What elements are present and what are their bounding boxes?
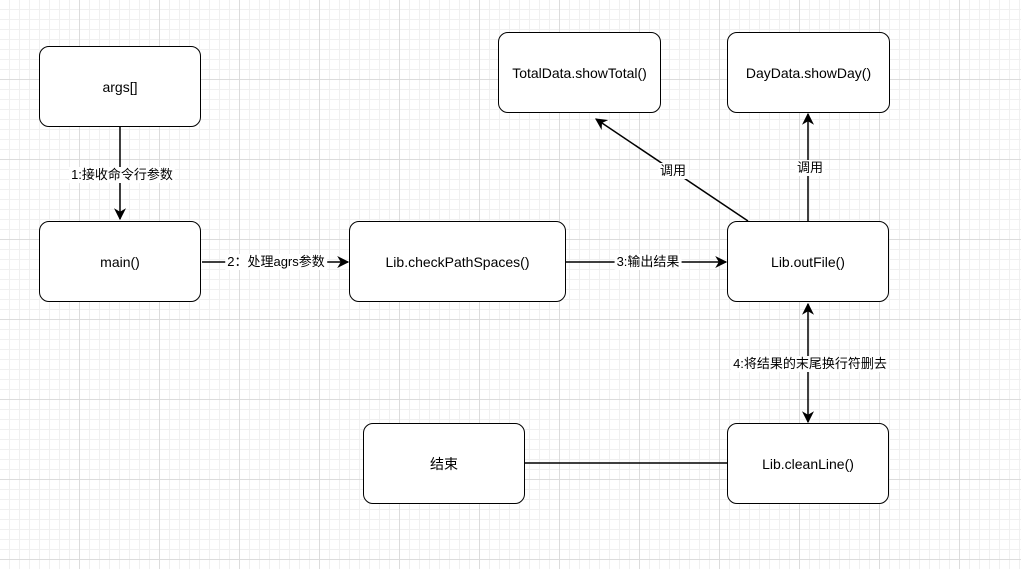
node-out-file[interactable]: Lib.outFile() [727,221,889,302]
edge-label-args-main: 1:接收命令行参数 [69,167,175,183]
node-clean-line-label: Lib.cleanLine() [762,455,854,472]
node-show-total[interactable]: TotalData.showTotal() [498,32,661,113]
node-main[interactable]: main() [39,221,201,302]
edge-label-outfile-total: 调用 [657,163,689,179]
node-check-path-spaces[interactable]: Lib.checkPathSpaces() [349,221,566,302]
edge-label-outfile-day: 调用 [794,160,826,176]
node-end-label: 结束 [430,455,458,472]
node-main-label: main() [100,253,140,270]
edge-label-main-check: 2：处理agrs参数 [225,254,327,270]
node-args-label: args[] [102,78,138,95]
node-args[interactable]: args[] [39,46,201,127]
node-show-day[interactable]: DayData.showDay() [727,32,890,113]
node-end[interactable]: 结束 [363,423,525,504]
node-show-total-label: TotalData.showTotal() [512,64,647,81]
node-show-day-label: DayData.showDay() [745,64,872,81]
node-out-file-label: Lib.outFile() [771,253,845,270]
edge-label-check-outfile: 3:输出结果 [614,254,682,270]
node-check-path-spaces-label: Lib.checkPathSpaces() [385,253,530,270]
node-clean-line[interactable]: Lib.cleanLine() [727,423,889,504]
edge-label-outfile-clean: 4:将结果的末尾换行符删去 [731,356,889,372]
